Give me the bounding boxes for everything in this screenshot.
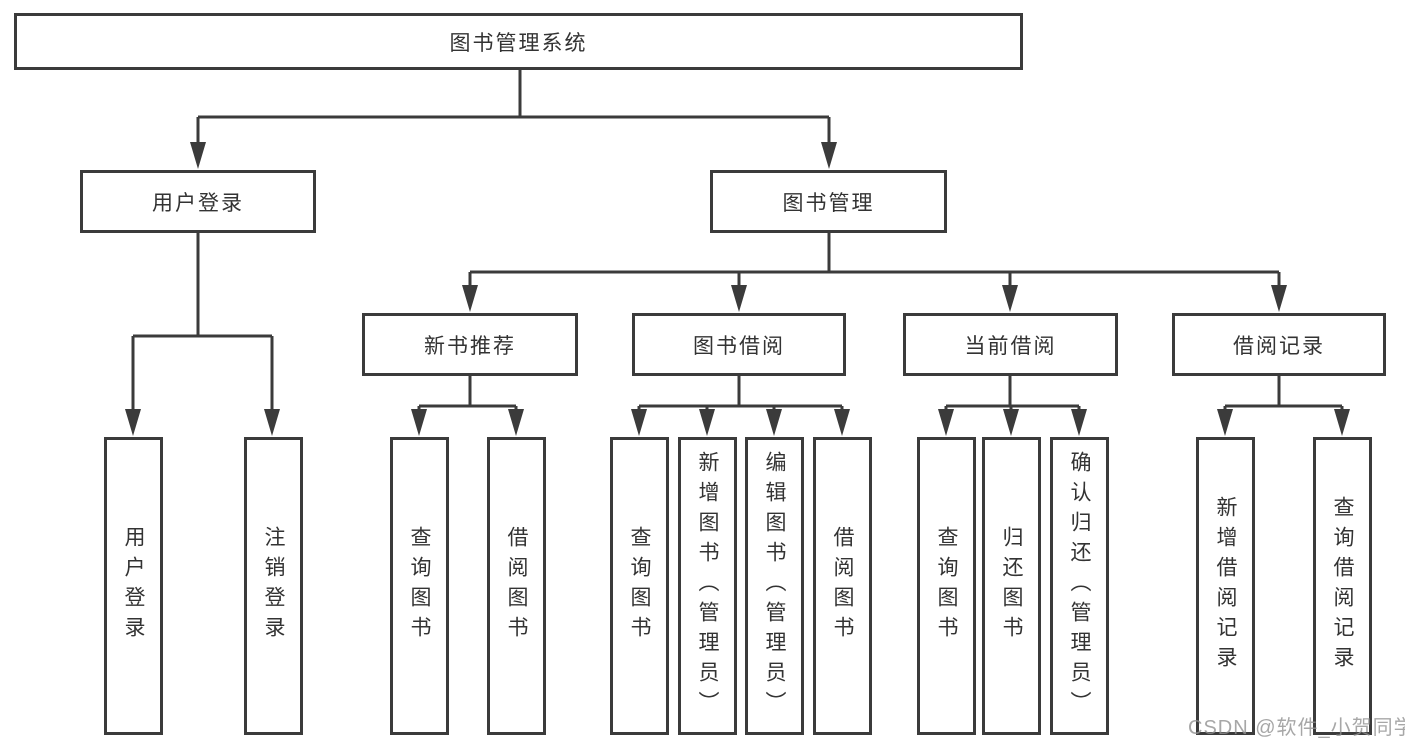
leaf-add-book-admin-label: 新增图书（管理员） bbox=[696, 451, 719, 721]
leaf-borrow-books-recommend-label: 借阅图书 bbox=[505, 526, 528, 646]
leaf-query-borrow-record: 查询借阅记录 bbox=[1313, 437, 1372, 735]
node-user-login-label: 用户登录 bbox=[152, 191, 244, 215]
leaf-borrow-books-recommend: 借阅图书 bbox=[487, 437, 546, 735]
node-book-borrow-label: 图书借阅 bbox=[693, 334, 785, 358]
leaf-query-books-current-label: 查询图书 bbox=[935, 526, 958, 646]
node-borrow-records: 借阅记录 bbox=[1172, 313, 1386, 376]
leaf-return-book-label: 归还图书 bbox=[1000, 526, 1023, 646]
leaf-logout-label: 注销登录 bbox=[262, 526, 285, 646]
connector-arrowheads bbox=[125, 142, 1350, 436]
leaf-borrow-books-borrow-label: 借阅图书 bbox=[831, 526, 854, 646]
node-root-library-system: 图书管理系统 bbox=[14, 13, 1023, 70]
leaf-logout: 注销登录 bbox=[244, 437, 303, 735]
leaf-confirm-return-admin: 确认归还（管理员） bbox=[1050, 437, 1109, 735]
leaf-user-login-label: 用户登录 bbox=[122, 526, 145, 646]
leaf-edit-book-admin: 编辑图书（管理员） bbox=[745, 437, 804, 735]
leaf-add-borrow-record: 新增借阅记录 bbox=[1196, 437, 1255, 735]
leaf-query-books-recommend-label: 查询图书 bbox=[408, 526, 431, 646]
leaf-query-borrow-record-label: 查询借阅记录 bbox=[1331, 496, 1354, 676]
leaf-add-book-admin: 新增图书（管理员） bbox=[678, 437, 737, 735]
node-book-borrow: 图书借阅 bbox=[632, 313, 846, 376]
node-user-login: 用户登录 bbox=[80, 170, 316, 233]
node-new-book-recommend-label: 新书推荐 bbox=[424, 334, 516, 358]
leaf-query-books-recommend: 查询图书 bbox=[390, 437, 449, 735]
node-book-management-label: 图书管理 bbox=[782, 191, 875, 215]
csdn-watermark: CSDN @软件_小贺同学 bbox=[1188, 717, 1405, 739]
leaf-query-books-current: 查询图书 bbox=[917, 437, 976, 735]
leaf-return-book: 归还图书 bbox=[982, 437, 1041, 735]
node-book-management: 图书管理 bbox=[710, 170, 947, 233]
leaf-confirm-return-admin-label: 确认归还（管理员） bbox=[1068, 451, 1091, 721]
node-new-book-recommend: 新书推荐 bbox=[362, 313, 578, 376]
leaf-user-login: 用户登录 bbox=[104, 437, 163, 735]
leaf-borrow-books-borrow: 借阅图书 bbox=[813, 437, 872, 735]
node-borrow-records-label: 借阅记录 bbox=[1233, 334, 1325, 358]
node-current-borrow-label: 当前借阅 bbox=[964, 334, 1057, 358]
leaf-edit-book-admin-label: 编辑图书（管理员） bbox=[763, 451, 786, 721]
leaf-query-books-borrow: 查询图书 bbox=[610, 437, 669, 735]
leaf-add-borrow-record-label: 新增借阅记录 bbox=[1214, 496, 1237, 676]
node-current-borrow: 当前借阅 bbox=[903, 313, 1118, 376]
node-root-label: 图书管理系统 bbox=[449, 31, 588, 55]
leaf-query-books-borrow-label: 查询图书 bbox=[628, 526, 651, 646]
